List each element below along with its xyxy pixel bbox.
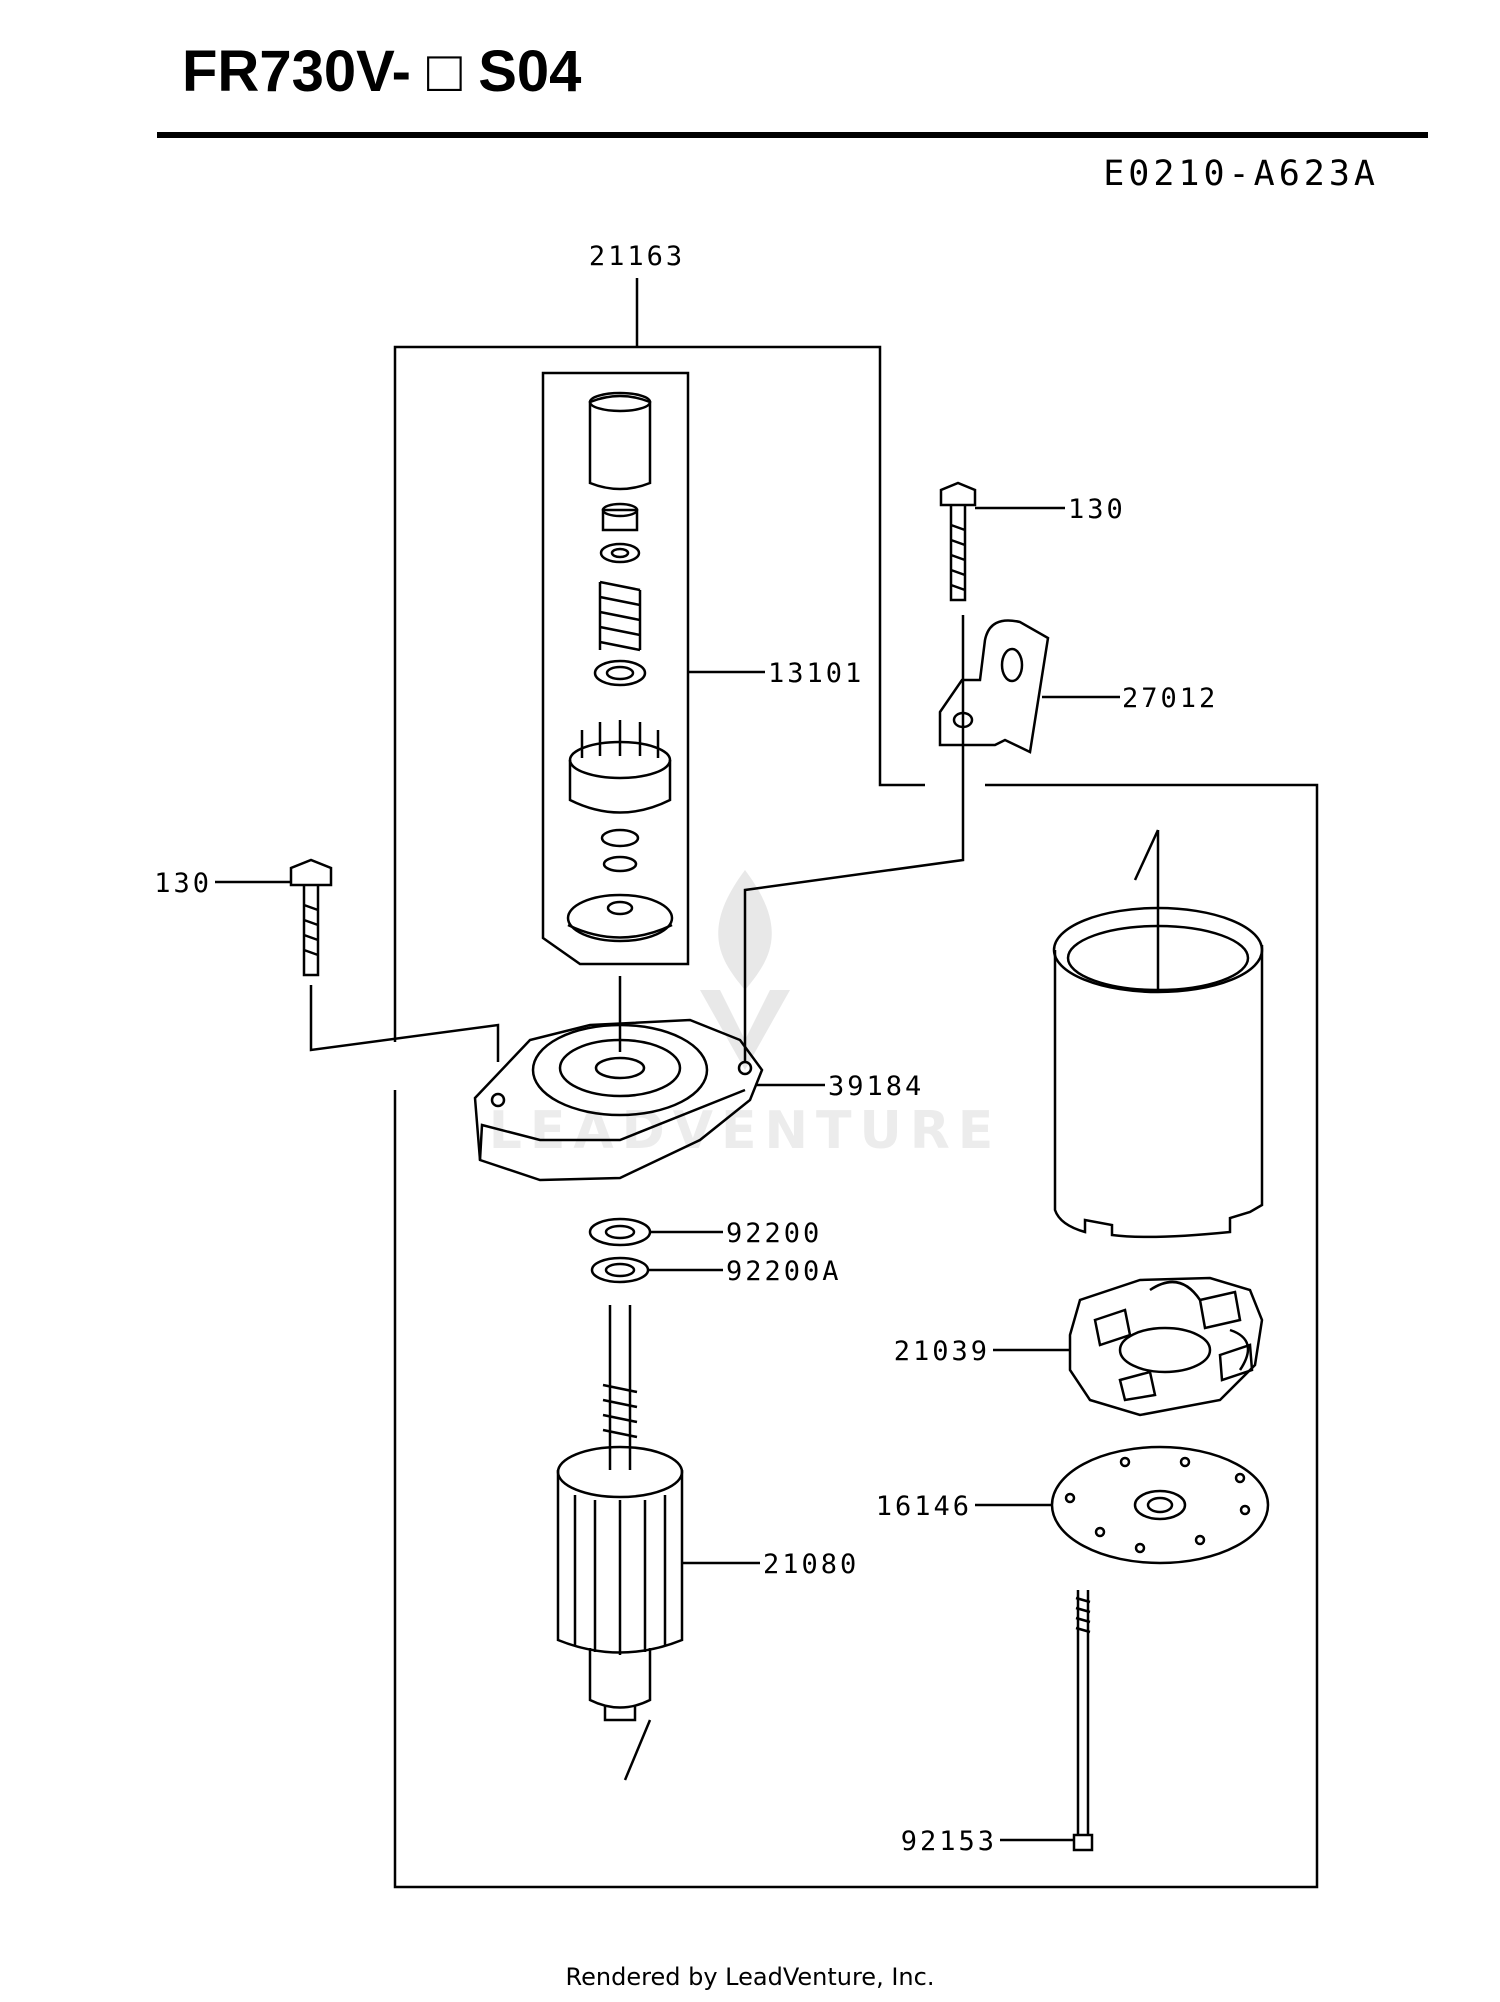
- bolt-head: [939, 481, 977, 507]
- yoke-body: [1053, 945, 1264, 1239]
- model-box-symbol: □: [427, 39, 463, 104]
- small-ring-a: [600, 828, 640, 848]
- plate-hole: [1119, 1456, 1131, 1468]
- through-bolt-thread: [1075, 1596, 1091, 1634]
- part-label-21080: 21080: [763, 1549, 859, 1580]
- title-rule: [157, 132, 1428, 138]
- small-ring-b: [602, 855, 638, 873]
- collar-inner: [605, 665, 635, 681]
- flange-top: [566, 893, 674, 943]
- cover-hole: [594, 1056, 646, 1080]
- washer-hole: [610, 547, 630, 559]
- washer-92200A: [590, 1256, 650, 1284]
- part-label-27012: 27012: [1122, 683, 1218, 714]
- plate-hole: [1134, 1542, 1146, 1554]
- armature-core-top: [556, 1445, 684, 1499]
- through-bolt-shank: [1076, 1590, 1090, 1835]
- holder-outline: [1068, 1276, 1264, 1417]
- flange-part: [567, 923, 673, 939]
- washer-92200-hole: [604, 1224, 636, 1240]
- collar-part: [593, 659, 647, 687]
- part-label-21039: 21039: [894, 1336, 990, 1367]
- yoke-break-line: [1133, 829, 1160, 881]
- bolt-130-top: [939, 481, 977, 602]
- watermark-text: LEADVENTURE: [489, 1101, 1002, 1161]
- through-bolt-92153: [1072, 1590, 1094, 1852]
- armature-break-line: [623, 1719, 652, 1781]
- armature-thread: [602, 1383, 638, 1439]
- bolt-130-left: [289, 858, 333, 977]
- part-label-92153: 92153: [901, 1826, 997, 1857]
- plate-hole: [1239, 1504, 1251, 1516]
- mount-bracket-27012: [938, 619, 1050, 754]
- washer-part: [599, 542, 641, 564]
- yoke-housing: [1052, 829, 1264, 1239]
- flange-hole: [606, 900, 634, 916]
- through-bolt-head: [1072, 1833, 1094, 1852]
- spring-part: [598, 580, 642, 652]
- part-label-39184: 39184: [828, 1071, 924, 1102]
- bolt-shank: [302, 885, 320, 977]
- cap-part: [588, 394, 652, 491]
- pinion-gear-part: [568, 720, 672, 814]
- plate-hole: [1179, 1456, 1191, 1468]
- bolt-130-left-path: [309, 985, 500, 1062]
- holder-brushes: [1093, 1290, 1254, 1402]
- washer-92200A-hole: [604, 1262, 636, 1278]
- part-label-92200: 92200: [726, 1218, 822, 1249]
- bracket-keyhole: [1000, 647, 1024, 683]
- plate-16146: [1050, 1445, 1270, 1565]
- nut-part: [601, 508, 639, 532]
- armature-slots: [573, 1495, 667, 1655]
- cover-edge: [478, 1088, 746, 1161]
- nut-top: [601, 502, 639, 518]
- model-name: FR730V-: [182, 39, 411, 104]
- assembly-bracket-right: [393, 783, 1319, 1889]
- plate-hub: [1133, 1489, 1187, 1521]
- part-label-13101: 13101: [768, 658, 864, 689]
- part-label-130-left: 130: [154, 868, 212, 899]
- subassembly-bracket-13101: [541, 371, 690, 966]
- part-label-16146: 16146: [876, 1491, 972, 1522]
- cover-bolt-hole-left: [490, 1092, 506, 1108]
- plate-hole: [1064, 1492, 1076, 1504]
- cap-top: [588, 391, 652, 413]
- part-label-92200A: 92200A: [726, 1256, 842, 1287]
- plate-outline: [1050, 1445, 1270, 1565]
- part-label-130-top: 130: [1068, 494, 1126, 525]
- footer-credit: Rendered by LeadVenture, Inc.: [565, 1963, 935, 1991]
- plate-hub-hole: [1146, 1496, 1174, 1514]
- diagram-code: E0210-A623A: [1103, 154, 1379, 194]
- plate-hole: [1094, 1526, 1106, 1538]
- armature-commutator: [588, 1648, 652, 1709]
- holder-center: [1118, 1326, 1212, 1374]
- model-suffix: S04: [478, 39, 582, 104]
- bolt-head: [289, 858, 333, 887]
- plate-hole: [1234, 1472, 1246, 1484]
- brush-holder-21039: [1068, 1276, 1264, 1417]
- armature-21080: [556, 1305, 684, 1722]
- armature-end: [603, 1705, 637, 1722]
- holder-wires: [1149, 1280, 1250, 1371]
- watermark-v-icon: [700, 990, 790, 1070]
- part-label-21163: 21163: [589, 241, 685, 272]
- bolt-130-path: [743, 615, 965, 1062]
- bolt-shank: [949, 505, 967, 602]
- drive-assembly-13101: [566, 391, 674, 943]
- washer-92200: [588, 1217, 652, 1247]
- assembly-bracket-21163: [393, 345, 925, 1042]
- pinion-gear-top: [568, 740, 672, 780]
- plate-hole: [1194, 1534, 1206, 1546]
- cover-bolt-hole-right: [737, 1060, 753, 1076]
- page-title: FR730V- □ S04: [182, 36, 581, 108]
